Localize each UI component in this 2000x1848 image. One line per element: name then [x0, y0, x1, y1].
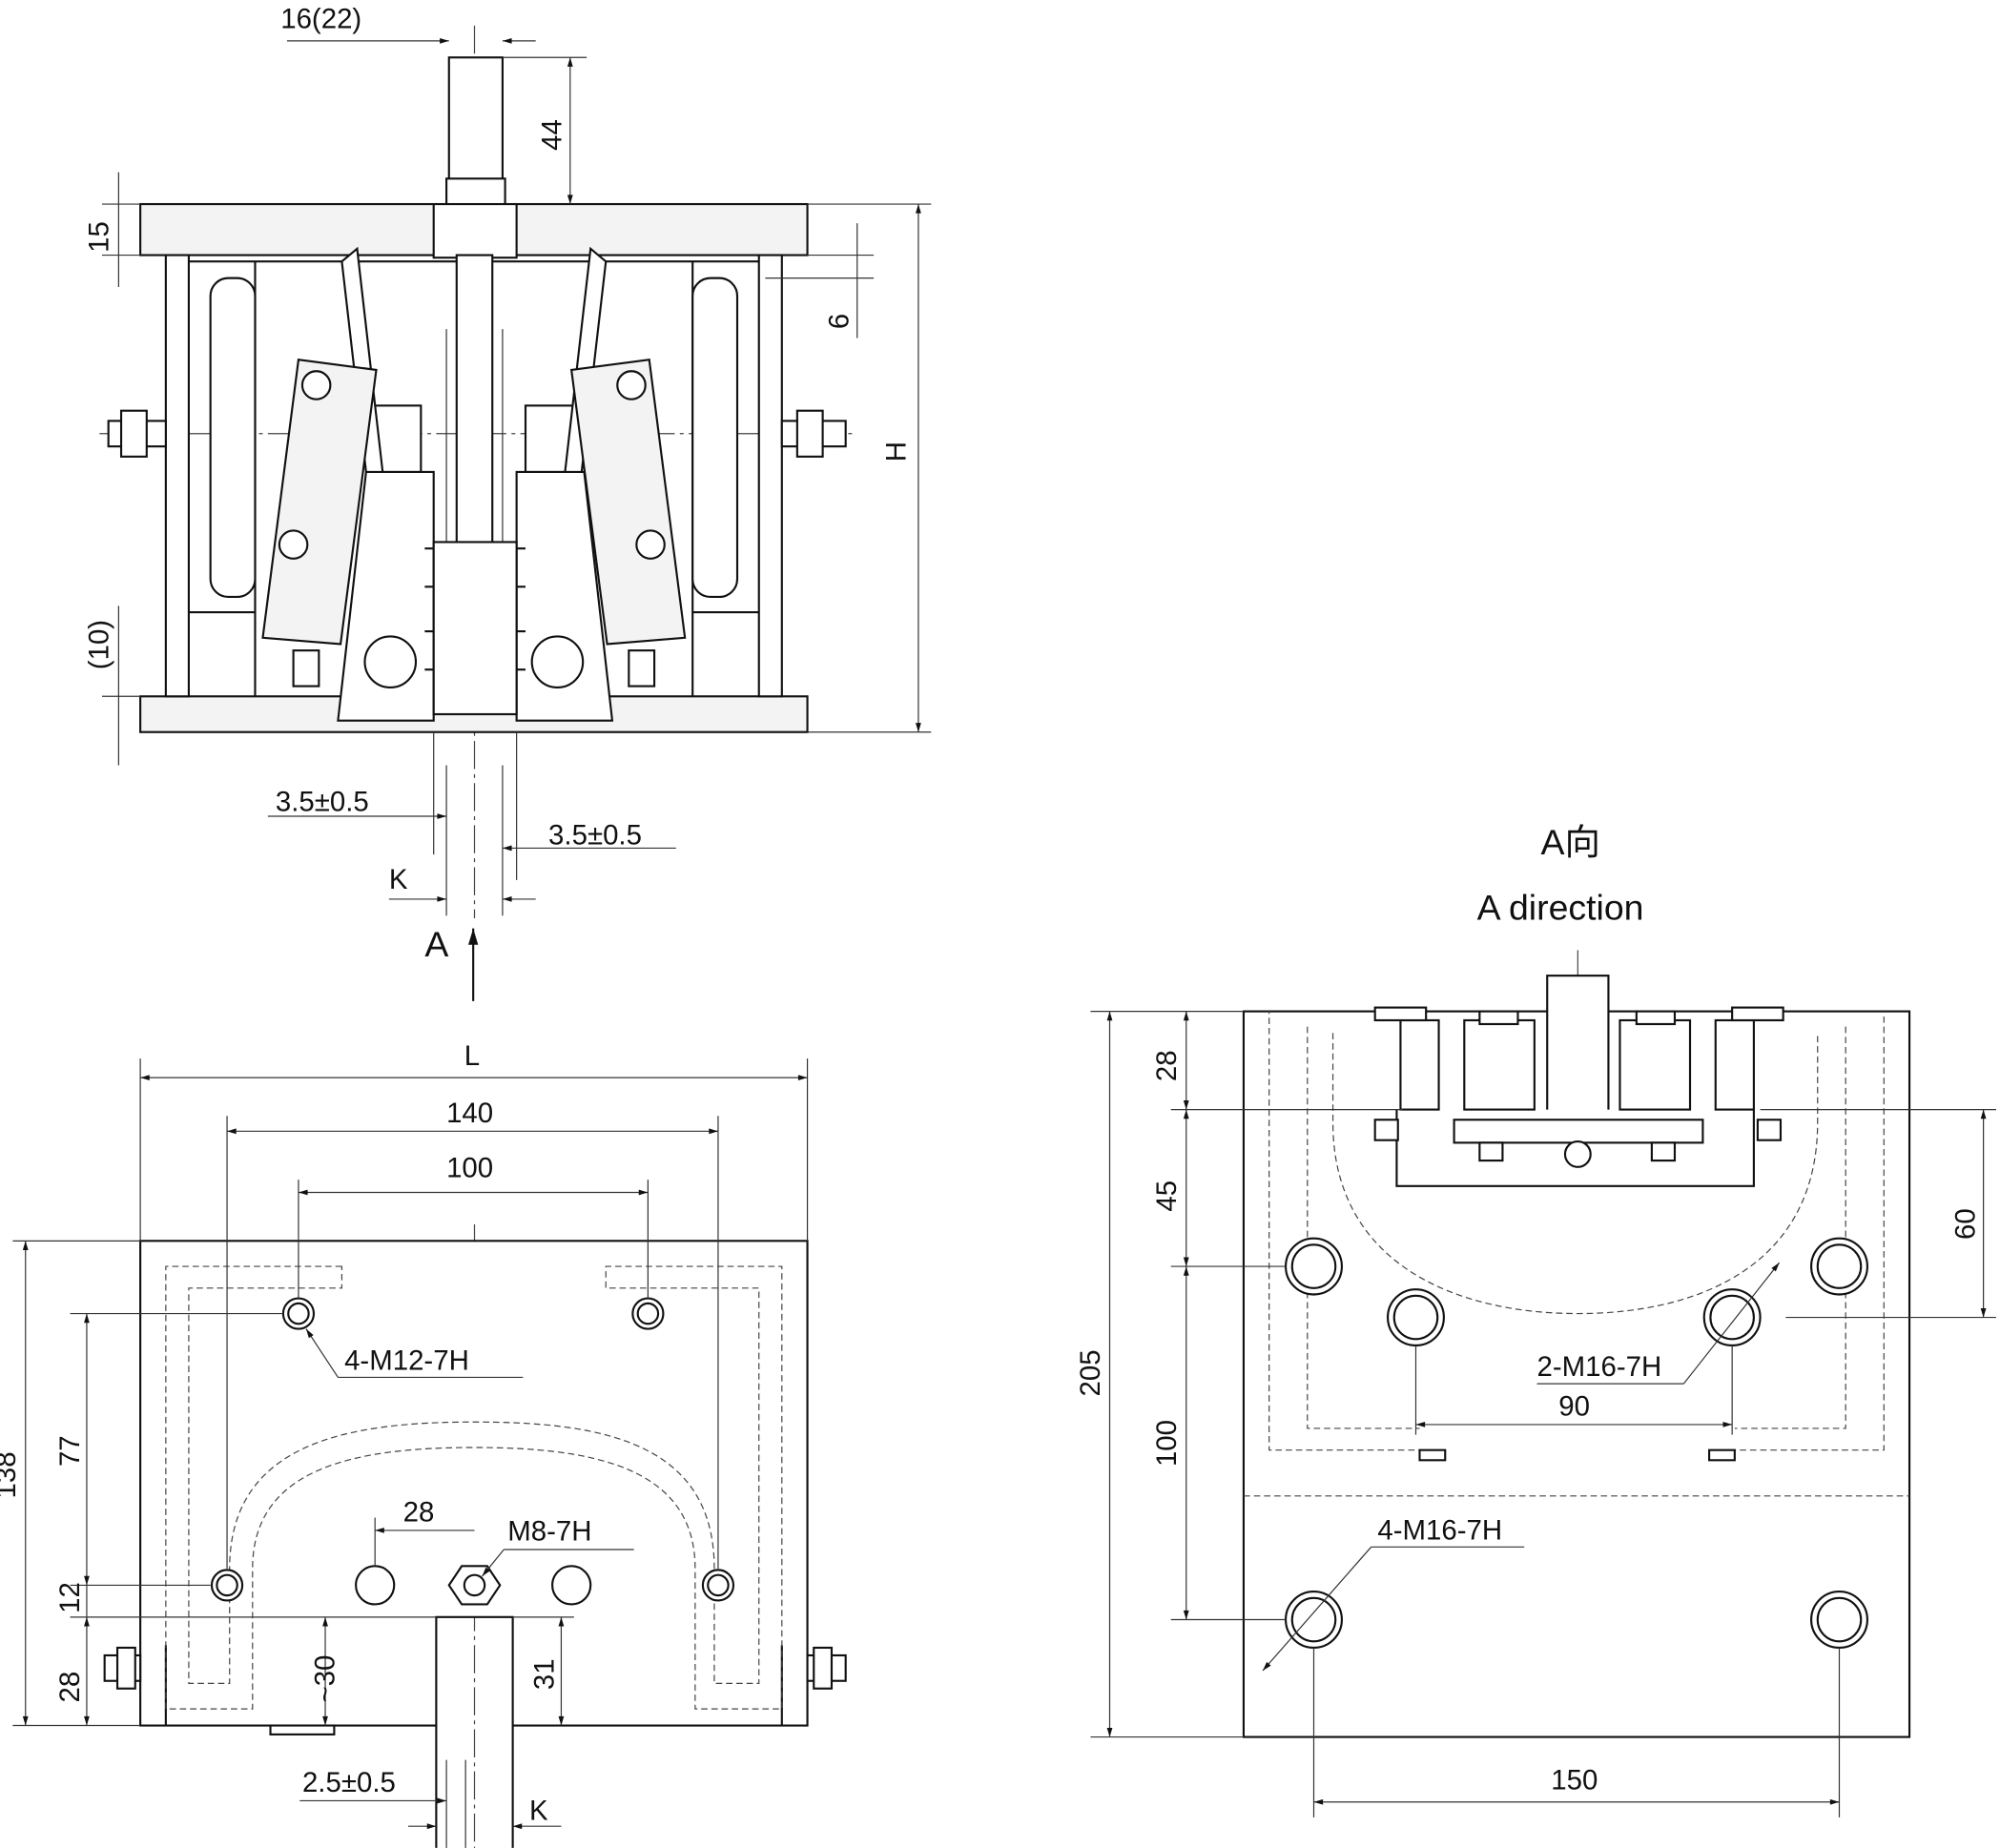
dim-clearance-left: 3.5±0.5 — [276, 787, 369, 818]
dim-top-width: 16(22) — [280, 3, 361, 34]
dim-rail: K — [389, 864, 408, 895]
dim-12: 12 — [54, 1582, 86, 1613]
dim-approx-30: ~30 — [309, 1655, 340, 1703]
hex-nut-icon — [278, 370, 666, 560]
center-block — [432, 541, 518, 716]
dim-28-center: 28 — [403, 1497, 435, 1529]
dim-100: 100 — [446, 1152, 493, 1183]
arm-right — [569, 359, 687, 646]
dim-clearance-right: 3.5±0.5 — [548, 819, 642, 851]
arm-left — [261, 359, 378, 646]
dim-clearance: 2.5±0.5 — [302, 1767, 396, 1798]
stud-nut — [445, 177, 506, 208]
dim-bottom: (10) — [84, 620, 115, 669]
view-title-cn: A向 — [1541, 822, 1600, 862]
dim-31: 31 — [528, 1658, 560, 1690]
dim-205: 205 — [1075, 1349, 1106, 1396]
thread-label-m8: M8-7H — [507, 1516, 591, 1548]
dim-length: L — [464, 1040, 480, 1072]
dim-28-left: 28 — [54, 1672, 86, 1703]
dim-150: 150 — [1551, 1764, 1598, 1796]
front-view: 16(22) 44 15 6 H (10) 3.5±0.5 3.5±0.5 K … — [84, 3, 932, 1001]
dim-rail-plan: K — [529, 1796, 548, 1827]
dim-90: 90 — [1558, 1391, 1590, 1423]
view-title-en: A direction — [1477, 887, 1644, 927]
stud — [447, 56, 504, 187]
dim-height: H — [881, 441, 913, 462]
dim-100-a: 100 — [1151, 1420, 1183, 1467]
dim-45: 45 — [1151, 1181, 1183, 1212]
roller-right — [691, 277, 739, 599]
bolt-hole-icon — [1285, 1237, 1868, 1650]
dim-top-plate: 15 — [84, 221, 115, 253]
dim-stud-height: 44 — [536, 119, 567, 151]
dim-77: 77 — [54, 1435, 86, 1467]
dim-138: 138 — [0, 1451, 22, 1498]
roller-left — [209, 277, 257, 599]
thread-label-2m16: 2-M16-7H — [1537, 1351, 1662, 1383]
dim-gap: 6 — [823, 314, 855, 329]
dim-140: 140 — [446, 1098, 493, 1129]
dim-60: 60 — [1949, 1208, 1981, 1240]
plan-view: L 140 100 138 77 12 28 28 ~30 31 2.5±0.5… — [0, 1040, 847, 1848]
thread-label-4m12: 4-M12-7H — [344, 1345, 469, 1376]
thread-label-4m16: 4-M16-7H — [1377, 1514, 1502, 1546]
dim-28-a: 28 — [1151, 1050, 1183, 1081]
a-direction-view: A向 A direction 205 28 — [1075, 822, 1996, 1817]
view-arrow-label: A — [424, 924, 448, 964]
